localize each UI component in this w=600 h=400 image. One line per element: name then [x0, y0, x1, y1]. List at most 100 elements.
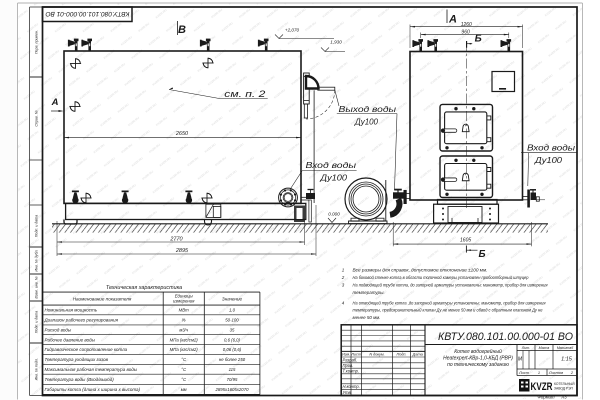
svg-text:Б: Б — [475, 34, 482, 45]
svg-text:0.000: 0.000 — [328, 212, 340, 217]
svg-text:Габариты котла (длина х ширина: Габариты котла (длина х ширина х высота) — [45, 387, 141, 392]
svg-text:Единицы: Единицы — [175, 293, 194, 298]
svg-text:1,0: 1,0 — [229, 308, 236, 313]
svg-text:Техническая характеристика: Техническая характеристика — [106, 285, 182, 291]
svg-text:Утв.: Утв. — [343, 390, 352, 395]
svg-text:Подп.: Подп. — [396, 353, 406, 357]
svg-text:На подводящей трубе котла, д: На подводящей трубе котла, до запорной а… — [353, 282, 549, 288]
svg-text:Выход воды: Выход воды — [339, 104, 397, 114]
svg-text:МПа (кгс/см2): МПа (кгс/см2) — [170, 347, 199, 352]
svg-text:В: В — [178, 24, 186, 36]
svg-text:°С: °С — [181, 377, 187, 382]
svg-text:960: 960 — [461, 30, 470, 36]
svg-text:м3/ч: м3/ч — [179, 327, 189, 332]
svg-text:Гидравлическое сопротивление к: Гидравлическое сопротивление котла — [45, 347, 128, 352]
svg-text:0,6 (6,0): 0,6 (6,0) — [224, 337, 241, 342]
svg-text:Инв. № дубл.: Инв. № дубл. — [35, 249, 39, 271]
svg-text:1: 1 — [342, 268, 345, 273]
svg-text:Н.контр.: Н.контр. — [343, 384, 360, 389]
svg-text:1,930: 1,930 — [330, 40, 342, 45]
svg-text:°С: °С — [181, 357, 187, 362]
svg-text:Инв. № подл.: Инв. № подл. — [35, 358, 39, 380]
svg-text:2650: 2650 — [175, 131, 189, 137]
svg-text:Справ. №: Справ. № — [35, 110, 39, 126]
svg-text:+2,070: +2,070 — [285, 28, 300, 33]
svg-text:Вход воды: Вход воды — [306, 160, 357, 170]
svg-text:2: 2 — [341, 275, 345, 280]
svg-text:2: 2 — [570, 370, 574, 375]
svg-text:Т.контр.: Т.контр. — [343, 368, 360, 373]
svg-text:Heatexpert-КВр-1,0-КБД (РВР): Heatexpert-КВр-1,0-КБД (РВР) — [443, 356, 513, 362]
svg-text:Подп. и дата: Подп. и дата — [35, 215, 39, 238]
svg-text:КВТУ.080.101.00.000-01 ВО: КВТУ.080.101.00.000-01 ВО — [438, 331, 573, 343]
svg-text:Котел водогрейный: Котел водогрейный — [454, 348, 502, 355]
svg-text:Диапазон рабочего регулировани: Диапазон рабочего регулирования — [44, 317, 119, 322]
svg-text:по техническому заданию: по техническому заданию — [447, 362, 509, 368]
svg-text:Лист: Лист — [350, 353, 361, 357]
svg-text:2895х1605х2070: 2895х1605х2070 — [215, 387, 250, 392]
svg-text:Дата: Дата — [412, 353, 423, 357]
svg-text:На боковой стенке котла в обла: На боковой стенке котла в области топочн… — [353, 274, 529, 280]
svg-text:Подп. и дата: Подп. и дата — [35, 311, 39, 334]
svg-text:Формат: Формат — [537, 395, 554, 400]
svg-text:°С: °С — [181, 367, 187, 372]
svg-text:%: % — [182, 317, 186, 322]
svg-text:Ду100: Ду100 — [319, 173, 347, 183]
svg-text:Лит.: Лит. — [521, 346, 530, 350]
svg-text:Листов: Листов — [548, 370, 563, 375]
svg-text:70/95: 70/95 — [227, 377, 238, 382]
svg-text:50-100: 50-100 — [225, 317, 239, 322]
svg-text:М: М — [518, 357, 523, 363]
svg-text:Температура воды (Вход/выход): Температура воды (Вход/выход) — [45, 377, 115, 382]
svg-text:А3: А3 — [560, 395, 567, 400]
svg-text:Ду100: Ду100 — [534, 155, 562, 165]
svg-text:3: 3 — [342, 283, 345, 288]
svg-text:0,06 (0,6): 0,06 (0,6) — [223, 347, 242, 352]
svg-text:Вход воды: Вход воды — [527, 143, 575, 153]
svg-text:КВТУ.080.101.00.000-01 ВО: КВТУ.080.101.00.000-01 ВО — [46, 10, 130, 17]
svg-text:Пров.: Пров. — [343, 363, 354, 368]
svg-text:1260: 1260 — [461, 22, 472, 28]
svg-text:Номинальная мощность: Номинальная мощность — [45, 308, 98, 313]
svg-text:Масштаб: Масштаб — [557, 346, 574, 350]
svg-text:Расход воды: Расход воды — [45, 327, 72, 332]
svg-text:мм: мм — [181, 387, 187, 392]
svg-text:ЗАВОД РЭП: ЗАВОД РЭП — [554, 386, 573, 390]
svg-text:Лист: Лист — [518, 370, 530, 375]
svg-text:А: А — [51, 97, 59, 108]
svg-text:не более 250: не более 250 — [219, 357, 246, 362]
svg-text:Изм.: Изм. — [342, 353, 350, 357]
svg-text:N докум.: N докум. — [369, 353, 384, 357]
svg-text:Б: Б — [478, 249, 485, 260]
svg-text:Температура уходящих газов: Температура уходящих газов — [45, 357, 109, 362]
svg-text:На отводящей трубе котла ,до з: На отводящей трубе котла ,до запорной ар… — [353, 299, 547, 305]
svg-text:Перв. примен.: Перв. примен. — [35, 30, 39, 54]
svg-text:2770: 2770 — [169, 236, 183, 242]
svg-text:Взам. инв. №: Взам. инв. № — [35, 276, 39, 298]
svg-text:KVZR: KVZR — [531, 381, 553, 393]
svg-text:Максимальная рабочая температу: Максимальная рабочая температура воды — [45, 367, 138, 372]
svg-text:1: 1 — [538, 370, 540, 375]
svg-text:МПа (кгс/см2): МПа (кгс/см2) — [170, 337, 199, 342]
svg-text:температуры, предохранительный: температуры, предохранительный клапан Ду… — [353, 307, 543, 313]
svg-text:1605: 1605 — [460, 238, 471, 244]
svg-text:4: 4 — [342, 300, 345, 305]
svg-text:Разраб.: Разраб. — [343, 357, 358, 362]
svg-text:Все размеры для справок, допус: Все размеры для справок, допустимое откл… — [353, 268, 488, 273]
svg-text:Значение: Значение — [222, 297, 243, 302]
svg-text:Масса: Масса — [539, 346, 550, 350]
svg-text:Наименование показателя: Наименование показателя — [73, 297, 132, 302]
svg-text:МВт: МВт — [179, 308, 189, 313]
svg-text:менее 50 мм.: менее 50 мм. — [353, 315, 381, 320]
svg-text:температуры.: температуры. — [353, 290, 385, 295]
svg-text:1:15: 1:15 — [561, 357, 573, 363]
svg-text:115: 115 — [229, 367, 236, 372]
svg-text:2895: 2895 — [175, 248, 189, 254]
svg-text:КОТЕЛЬНЫЙ: КОТЕЛЬНЫЙ — [554, 382, 575, 386]
svg-text:А: А — [448, 14, 457, 26]
svg-text:измерения: измерения — [173, 299, 195, 304]
svg-text:Рабочее давление воды: Рабочее давление воды — [45, 337, 96, 342]
svg-text:Ду100: Ду100 — [354, 117, 378, 127]
svg-text:35: 35 — [230, 327, 235, 332]
svg-text:см. п. 2: см. п. 2 — [224, 89, 265, 99]
